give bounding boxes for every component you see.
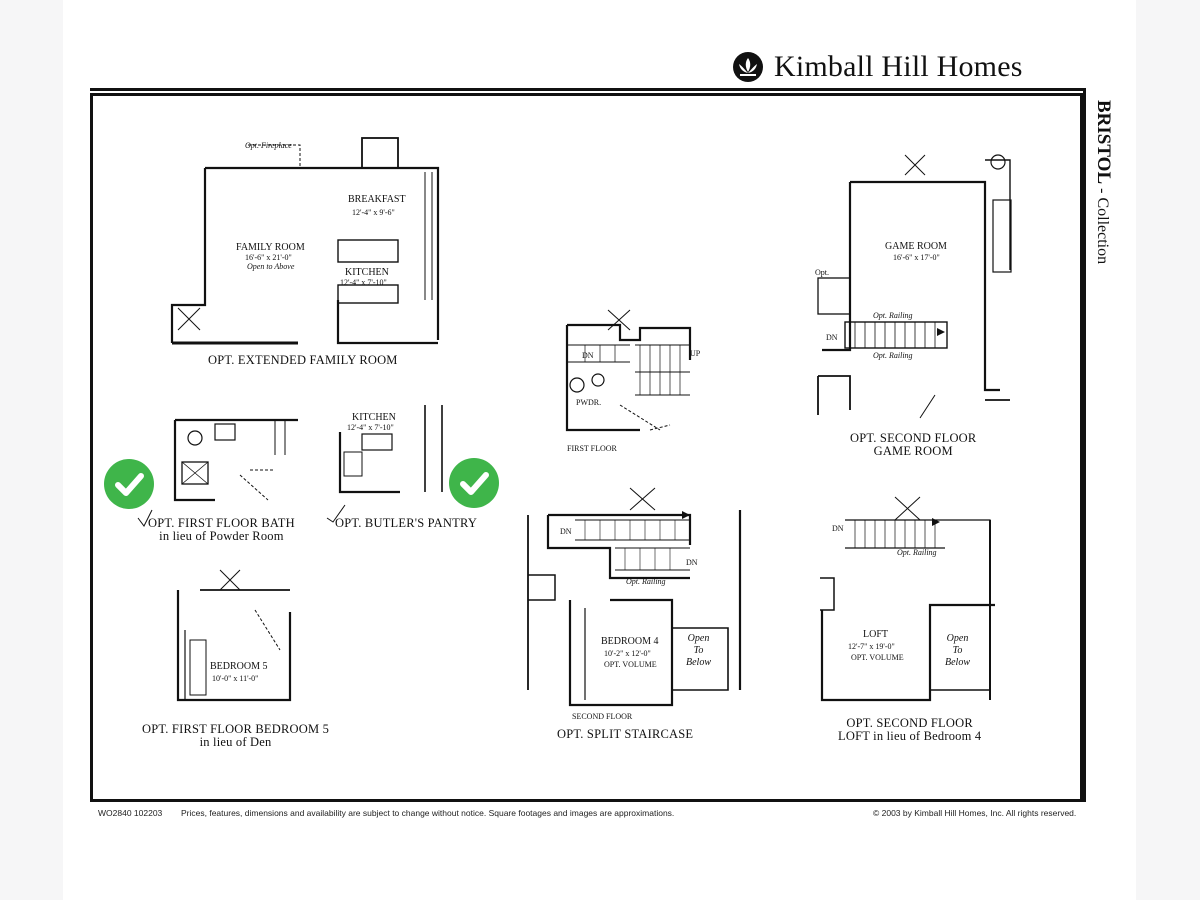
- open-to-below-label: Open To Below: [686, 633, 711, 669]
- drawing-frame: [90, 93, 1083, 802]
- breakfast-label: BREAKFAST: [348, 194, 406, 205]
- railing-label: Opt. Railing: [873, 311, 913, 320]
- kitchen-dim: 12'-4" x 7'-10": [340, 278, 387, 287]
- family-room-dim: 16'-6" x 21'-0": [245, 253, 292, 262]
- brand-name: Kimball Hill Homes: [774, 50, 1023, 83]
- caption-line: in lieu of Powder Room: [159, 529, 284, 543]
- bedroom4-label: BEDROOM 4: [601, 636, 659, 647]
- frame-side-rule: [1083, 88, 1086, 802]
- kitchen-dim: 12'-4" x 7'-10": [347, 423, 394, 432]
- stair-dn-label: DN: [582, 351, 594, 360]
- bedroom5-dim: 10'-0" x 11'-0": [212, 674, 259, 683]
- open-to-below-label: Open To Below: [945, 633, 970, 669]
- stair-dn-label: DN: [826, 333, 838, 342]
- family-room-label: FAMILY ROOM: [236, 242, 305, 253]
- stair-dn-label: DN: [686, 558, 698, 567]
- checkmark-icon: [104, 459, 154, 509]
- caption-line: in lieu of Den: [199, 735, 272, 749]
- game-room-dim: 16'-6" x 17'-0": [893, 253, 940, 262]
- breakfast-dim: 12'-4" x 9'-6": [352, 208, 395, 217]
- caption-second-floor-loft: OPT. SECOND FLOOR LOFT in lieu of Bedroo…: [838, 717, 981, 743]
- stair-up-label: UP: [690, 349, 701, 358]
- stair-dn-label: DN: [832, 524, 844, 533]
- open-line: Open: [687, 633, 710, 644]
- family-room-note: Open to Above: [247, 262, 295, 271]
- kitchen-label: KITCHEN: [345, 267, 389, 278]
- caption-extended-family-room: OPT. EXTENDED FAMILY ROOM: [208, 353, 398, 367]
- open-line: Open: [946, 633, 969, 644]
- railing-label: Opt. Railing: [873, 351, 913, 360]
- open-line: Below: [686, 657, 711, 668]
- caption-first-floor: FIRST FLOOR: [567, 444, 617, 453]
- document-page: [63, 0, 1136, 900]
- railing-label: Opt. Railing: [897, 548, 937, 557]
- lotus-icon: [733, 52, 763, 82]
- open-line: Below: [945, 657, 970, 668]
- kitchen-label: KITCHEN: [352, 412, 396, 423]
- caption-line: OPT. FIRST FLOOR BATH: [148, 516, 295, 530]
- caption-split-staircase: OPT. SPLIT STAIRCASE: [557, 727, 694, 741]
- footer-disclaimer: Prices, features, dimensions and availab…: [181, 808, 675, 818]
- footer-code: WO2840 102203: [98, 808, 163, 818]
- caption-line: OPT. SECOND FLOOR: [850, 431, 977, 445]
- railing-label: Opt. Railing: [626, 577, 666, 586]
- loft-dim: 12'-7" x 19'-0": [848, 642, 895, 651]
- open-line: To: [952, 645, 963, 656]
- caption-line: OPT. FIRST FLOOR BEDROOM 5: [142, 722, 330, 736]
- volume-label: OPT. VOLUME: [851, 653, 904, 662]
- pwdr-label: PWDR.: [576, 398, 602, 407]
- game-room-label: GAME ROOM: [885, 241, 947, 252]
- frame-top-rule: [90, 88, 1086, 91]
- caption-line: GAME ROOM: [873, 444, 953, 458]
- open-line: To: [693, 645, 704, 656]
- footer-copyright: © 2003 by Kimball Hill Homes, Inc. All r…: [873, 808, 1077, 818]
- brand-logo: Kimball Hill Homes: [732, 48, 1023, 86]
- caption-first-floor-bath: OPT. FIRST FLOOR BATH in lieu of Powder …: [148, 517, 295, 543]
- fireplace-label: Opt. Fireplace: [245, 141, 292, 150]
- caption-first-floor-bedroom5: OPT. FIRST FLOOR BEDROOM 5 in lieu of De…: [142, 723, 329, 749]
- caption-second-floor-game-room: OPT. SECOND FLOOR GAME ROOM: [850, 432, 976, 458]
- checkmark-icon: [449, 458, 499, 508]
- caption-butlers-pantry: OPT. BUTLER'S PANTRY: [335, 516, 478, 530]
- caption-second-floor: SECOND FLOOR: [572, 712, 633, 721]
- stair-dn-label: DN: [560, 527, 572, 536]
- loft-label: LOFT: [863, 629, 888, 640]
- caption-line: LOFT in lieu of Bedroom 4: [838, 729, 982, 743]
- caption-line: OPT. SECOND FLOOR: [846, 716, 973, 730]
- bedroom5-label: BEDROOM 5: [210, 661, 268, 672]
- bedroom4-dim: 10'-2" x 12'-0": [604, 649, 651, 658]
- opt-label: Opt.: [815, 268, 829, 277]
- volume-label: OPT. VOLUME: [604, 660, 657, 669]
